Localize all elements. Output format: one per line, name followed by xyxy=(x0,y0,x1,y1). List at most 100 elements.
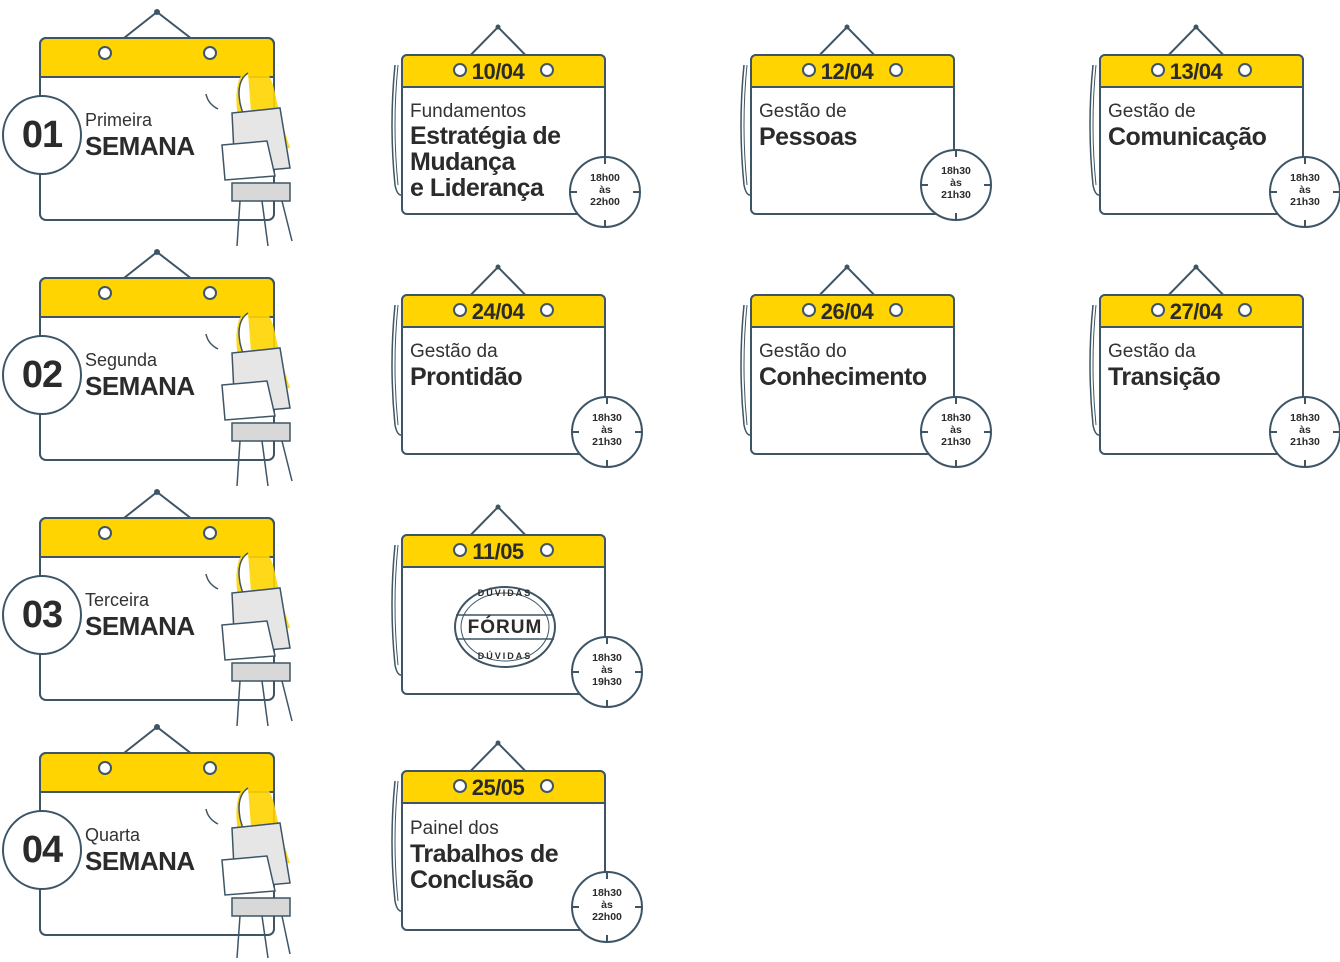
time-end: 21h30 xyxy=(941,189,971,201)
session-title: Estratégia de Mudança e Liderança xyxy=(410,122,561,202)
week-ordinal-label: Primeira xyxy=(85,110,153,130)
session-date: 26/04 xyxy=(820,299,874,324)
week-semana-label: SEMANA xyxy=(85,131,195,161)
clock-tick xyxy=(573,671,579,673)
week-calendar-2: 02 Segunda SEMANA xyxy=(0,245,300,487)
time-separator: às xyxy=(601,664,613,676)
clock-tick xyxy=(984,184,990,186)
time-end: 21h30 xyxy=(941,436,971,448)
session-calendar-frame xyxy=(740,264,955,455)
time-separator: às xyxy=(1299,184,1311,196)
session-calendar-frame xyxy=(391,740,606,931)
session-time-clock: 18h30 às 21h30 xyxy=(920,149,992,221)
time-start: 18h30 xyxy=(941,412,971,424)
clock-tick xyxy=(604,158,606,164)
time-start: 18h30 xyxy=(1290,412,1320,424)
week-calendar-1: 01 Primeira SEMANA xyxy=(0,5,300,247)
session-card-7: 11/05 DÚVIDAS FÓRUM DÚVIDAS 18h30 às 19h… xyxy=(391,504,645,708)
session-card-3: 13/04 Gestão de Comunicação 18h30 às 21h… xyxy=(1089,24,1340,228)
clock-tick xyxy=(955,460,957,466)
session-date: 13/04 xyxy=(1169,59,1223,84)
session-date: 11/05 xyxy=(472,539,524,564)
clock-tick xyxy=(635,671,641,673)
clock-tick xyxy=(1304,220,1306,226)
session-time-clock: 18h30 às 22h00 xyxy=(571,871,643,943)
time-start: 18h30 xyxy=(592,412,622,424)
week-ordinal-label: Terceira xyxy=(85,590,150,610)
time-start: 18h30 xyxy=(1290,172,1320,184)
week-number-badge: 04 xyxy=(2,810,82,890)
time-separator: às xyxy=(599,184,611,196)
session-date: 24/04 xyxy=(471,299,525,324)
clock-tick xyxy=(1271,191,1277,193)
clock-tick xyxy=(606,700,608,706)
clock-tick xyxy=(606,873,608,879)
session-card-8: 25/05 Painel dos Trabalhos de Conclusão … xyxy=(391,740,645,943)
forum-main-label: FÓRUM xyxy=(467,617,543,638)
session-subtitle: Gestão da xyxy=(1108,341,1196,362)
session-card-5: 26/04 Gestão do Conhecimento 18h30 às 21… xyxy=(740,264,994,468)
time-separator: às xyxy=(1299,424,1311,436)
week-calendar-illustration xyxy=(39,249,293,487)
week-number-badge: 01 xyxy=(2,95,82,175)
time-end: 22h00 xyxy=(592,911,622,923)
session-title: Comunicação xyxy=(1108,123,1267,151)
time-end: 22h00 xyxy=(590,196,620,208)
session-calendar-frame xyxy=(1089,24,1304,215)
week-semana-label: SEMANA xyxy=(85,611,195,641)
week-number-badge: 03 xyxy=(2,575,82,655)
session-time-clock: 18h00 às 22h00 xyxy=(569,156,641,228)
time-start: 18h00 xyxy=(590,172,620,184)
forum-stamp-icon xyxy=(454,586,556,668)
session-card-2: 12/04 Gestão de Pessoas 18h30 às 21h30 xyxy=(740,24,994,225)
clock-tick xyxy=(635,906,641,908)
session-card-4: 24/04 Gestão da Prontidão 18h30 às 21h30 xyxy=(391,264,645,468)
time-start: 18h30 xyxy=(941,165,971,177)
session-title: Conhecimento xyxy=(759,363,927,391)
session-title: Trabalhos de Conclusão xyxy=(410,840,559,894)
clock-tick xyxy=(984,431,990,433)
clock-tick xyxy=(1333,191,1339,193)
clock-tick xyxy=(955,398,957,404)
clock-tick xyxy=(633,191,639,193)
clock-tick xyxy=(606,935,608,941)
clock-tick xyxy=(922,431,928,433)
week-calendar-illustration xyxy=(39,9,293,247)
session-time-clock: 18h30 às 19h30 xyxy=(571,636,643,708)
session-calendar-frame xyxy=(391,504,606,695)
time-end: 19h30 xyxy=(592,676,622,688)
clock-tick xyxy=(573,431,579,433)
clock-tick xyxy=(573,906,579,908)
session-card-1: 10/04 Fundamentos Estratégia de Mudança … xyxy=(391,24,645,228)
time-start: 18h30 xyxy=(592,887,622,899)
week-calendar-illustration xyxy=(39,489,293,727)
time-end: 21h30 xyxy=(592,436,622,448)
session-title: Transição xyxy=(1108,363,1221,391)
session-calendar-frame xyxy=(391,264,606,455)
clock-tick xyxy=(635,431,641,433)
forum-bottom-label: DÚVIDAS xyxy=(477,651,533,661)
session-subtitle: Gestão do xyxy=(759,341,847,362)
session-calendar-frame xyxy=(391,24,606,215)
week-calendar-illustration xyxy=(39,724,291,959)
week-ordinal-label: Segunda xyxy=(85,350,158,370)
clock-tick xyxy=(571,191,577,193)
clock-tick xyxy=(1333,431,1339,433)
session-date: 10/04 xyxy=(471,59,525,84)
clock-tick xyxy=(604,220,606,226)
session-subtitle: Gestão de xyxy=(1108,101,1196,122)
clock-tick xyxy=(1304,398,1306,404)
session-calendar-frame xyxy=(1089,264,1304,455)
clock-tick xyxy=(922,184,928,186)
session-subtitle: Fundamentos xyxy=(410,101,527,122)
session-date: 25/05 xyxy=(471,775,525,800)
week-number-badge: 02 xyxy=(2,335,82,415)
time-start: 18h30 xyxy=(592,652,622,664)
time-separator: às xyxy=(950,177,962,189)
session-time-clock: 18h30 às 21h30 xyxy=(1269,156,1340,228)
time-end: 21h30 xyxy=(1290,436,1320,448)
clock-tick xyxy=(955,151,957,157)
session-date: 27/04 xyxy=(1169,299,1223,324)
time-end: 21h30 xyxy=(1290,196,1320,208)
session-title: Pessoas xyxy=(759,123,857,151)
